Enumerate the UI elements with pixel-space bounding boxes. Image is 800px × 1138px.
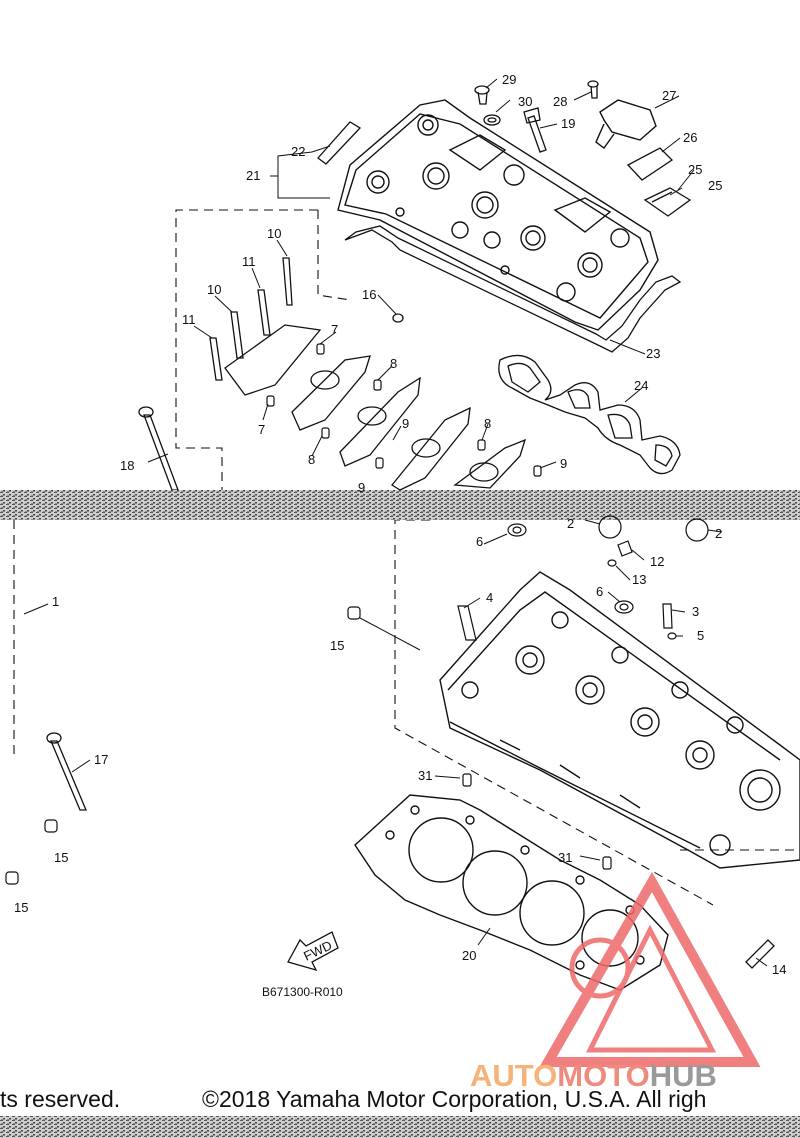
drawing-code: B671300-R010 xyxy=(262,985,343,999)
part-label-7: 7 xyxy=(258,422,265,437)
leader-lines xyxy=(23,78,768,967)
part-label-31: 31 xyxy=(418,768,432,783)
part-label-12: 12 xyxy=(650,554,664,569)
part-label-6: 6 xyxy=(596,584,603,599)
dowels-31 xyxy=(462,773,612,870)
cover-gasket-23 xyxy=(344,225,682,353)
part-label-9: 9 xyxy=(358,480,365,495)
dowel-pins xyxy=(266,343,542,477)
spark-plug-19 xyxy=(523,107,547,153)
part-label-19: 19 xyxy=(561,116,575,131)
part-label-21: 21 xyxy=(246,168,260,183)
part-label-1: 1 xyxy=(52,594,59,609)
long-bolt-18 xyxy=(138,406,179,491)
part-label-3: 3 xyxy=(692,604,699,619)
part-label-2: 2 xyxy=(567,516,574,531)
bolts-10-11 xyxy=(209,257,293,381)
part-label-6: 6 xyxy=(476,534,483,549)
cylinder-head xyxy=(439,571,800,869)
head-gasket-20 xyxy=(354,794,669,991)
small-parts-lower xyxy=(457,515,709,641)
scan-tear-bottom xyxy=(0,1116,800,1138)
part-label-31: 31 xyxy=(558,850,572,865)
part-label-10: 10 xyxy=(267,226,281,241)
part-label-15: 15 xyxy=(14,900,28,915)
part-label-2: 2 xyxy=(715,526,722,541)
stud-14 xyxy=(745,939,775,969)
part-label-28: 28 xyxy=(553,94,567,109)
gasket-24 xyxy=(498,354,681,475)
part-label-17: 17 xyxy=(94,752,108,767)
scan-tear-band xyxy=(0,490,800,520)
cylinder-head-cover xyxy=(337,99,659,331)
fwd-label: FWD xyxy=(301,938,334,964)
part-label-13: 13 xyxy=(632,572,646,587)
copyright-left: ts reserved. xyxy=(0,1086,121,1112)
part-label-4: 4 xyxy=(486,590,493,605)
camshaft-caps xyxy=(224,324,527,491)
ignition-coil-27 xyxy=(595,99,657,149)
part-label-15: 15 xyxy=(54,850,68,865)
part-label-8: 8 xyxy=(390,356,397,371)
part-label-25: 25 xyxy=(708,178,722,193)
part-label-30: 30 xyxy=(518,94,532,109)
watermark-hub: HUB xyxy=(649,1058,717,1093)
part-label-18: 18 xyxy=(120,458,134,473)
part-label-25: 25 xyxy=(688,162,702,177)
plugs-15 xyxy=(5,606,361,885)
part-label-24: 24 xyxy=(634,378,648,393)
coil-bracket-26 xyxy=(626,147,674,181)
bracket-22 xyxy=(317,121,362,165)
watermark-wordmark: AUTOMOTOHUB xyxy=(470,1058,717,1094)
dashed-outlines xyxy=(13,209,800,906)
part-label-11: 11 xyxy=(242,254,256,269)
watermark-auto: AUTO xyxy=(470,1058,558,1093)
fwd-arrow: FWD xyxy=(287,931,339,972)
part-label-7: 7 xyxy=(331,322,338,337)
part-label-16: 16 xyxy=(362,287,376,302)
automotohub-logo-mark xyxy=(539,871,761,1067)
part-label-23: 23 xyxy=(646,346,660,361)
part-label-9: 9 xyxy=(560,456,567,471)
part-label-22: 22 xyxy=(291,144,305,159)
part-label-29: 29 xyxy=(502,72,516,87)
watermark-moto: MOTO xyxy=(557,1058,650,1093)
part-label-15: 15 xyxy=(330,638,344,653)
copyright-right: ©2018 Yamaha Motor Corporation, U.S.A. A… xyxy=(202,1086,707,1112)
part-label-11: 11 xyxy=(182,312,196,327)
part-label-14: 14 xyxy=(772,962,786,977)
part-label-8: 8 xyxy=(308,452,315,467)
part-label-20: 20 xyxy=(462,948,476,963)
part-label-26: 26 xyxy=(683,130,697,145)
connector-25 xyxy=(643,187,692,217)
part-label-8: 8 xyxy=(484,416,491,431)
part-label-9: 9 xyxy=(402,416,409,431)
part-label-5: 5 xyxy=(697,628,704,643)
part-label-27: 27 xyxy=(662,88,676,103)
bolt-17 xyxy=(46,732,87,811)
part-label-10: 10 xyxy=(207,282,221,297)
bolts-top xyxy=(392,80,599,323)
